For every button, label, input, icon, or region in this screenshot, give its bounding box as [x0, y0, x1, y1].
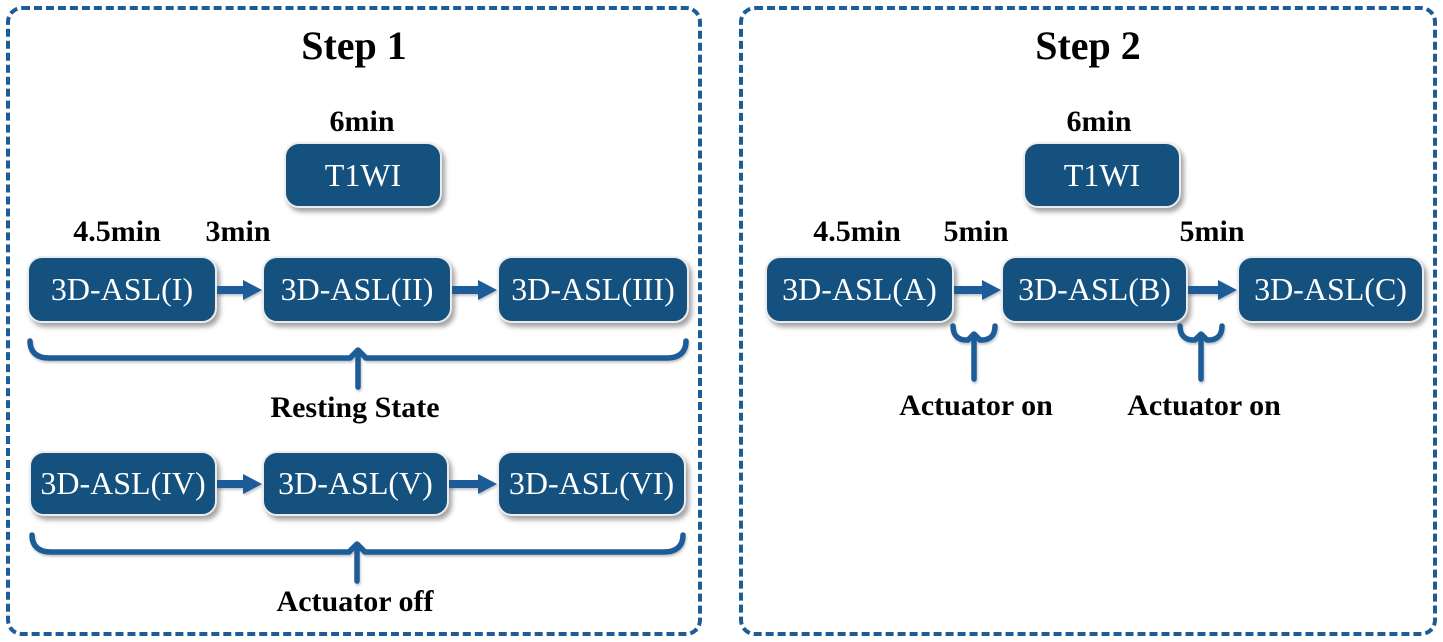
brace-icon	[1177, 323, 1225, 382]
step1-asl6-box-label: 3D-ASL(VI)	[508, 465, 675, 501]
step1-asl6-box: 3D-ASL(VI)	[497, 451, 686, 516]
step2-actuator-on-label-1: Actuator on	[899, 389, 1053, 422]
step1-asl5-box-label: 3D-ASL(V)	[278, 465, 433, 501]
step2-scan-duration-label: 4.5min	[813, 215, 901, 248]
step2-t1wi-duration-label: 6min	[1066, 105, 1132, 138]
step1-asl3-box: 3D-ASL(III)	[497, 256, 689, 323]
step1-t1wi-box: T1WI	[284, 142, 442, 208]
step2-aslC-box-label: 3D-ASL(C)	[1254, 271, 1407, 307]
brace-icon	[29, 532, 686, 584]
step1-t1wi-duration-label: 6min	[329, 105, 395, 138]
step2-interval1-label: 5min	[943, 215, 1009, 248]
brace-icon	[27, 338, 689, 390]
step1-asl1-box-label: 3D-ASL(I)	[50, 271, 194, 307]
step2-panel-title: Step 2	[1035, 23, 1141, 68]
step1-asl4-box: 3D-ASL(IV)	[29, 451, 217, 516]
step1-interval-label: 3min	[205, 215, 271, 248]
arrow-right-icon	[954, 280, 1001, 300]
step1-asl2-box: 3D-ASL(II)	[262, 256, 452, 323]
step1-asl3-box-label: 3D-ASL(III)	[511, 271, 675, 307]
step1-panel: Step 1 6min T1WI 4.5min 3min 3D-ASL(I) 3…	[6, 6, 702, 636]
step1-t1wi-box-label: T1WI	[324, 156, 402, 193]
step1-resting-state-label: Resting State	[270, 391, 440, 424]
step2-aslA-box-label: 3D-ASL(A)	[782, 271, 937, 307]
step2-aslB-box: 3D-ASL(B)	[1001, 256, 1188, 323]
step1-actuator-off-label: Actuator off	[276, 585, 434, 618]
step1-panel-title: Step 1	[301, 23, 407, 68]
arrow-right-icon	[449, 474, 497, 494]
step2-panel: Step 2 6min T1WI 4.5min 5min 5min 3D-ASL…	[739, 6, 1437, 636]
arrow-right-icon	[1188, 280, 1237, 300]
step1-scan-duration-label: 4.5min	[73, 215, 161, 248]
step2-interval2-label: 5min	[1179, 215, 1245, 248]
step1-asl2-box-label: 3D-ASL(II)	[280, 271, 434, 307]
step2-aslB-box-label: 3D-ASL(B)	[1018, 271, 1171, 307]
arrow-right-icon	[452, 280, 497, 300]
step2-aslC-box: 3D-ASL(C)	[1237, 256, 1424, 323]
step2-t1wi-box: T1WI	[1023, 142, 1181, 208]
step1-asl4-box-label: 3D-ASL(IV)	[40, 465, 206, 501]
arrow-right-icon	[217, 280, 262, 300]
step2-aslA-box: 3D-ASL(A)	[765, 256, 954, 323]
step2-actuator-on-label-2: Actuator on	[1127, 389, 1281, 422]
brace-icon	[950, 323, 998, 382]
arrow-right-icon	[217, 474, 262, 494]
step2-t1wi-box-label: T1WI	[1063, 156, 1141, 193]
step1-asl1-box: 3D-ASL(I)	[27, 256, 217, 323]
step1-asl5-box: 3D-ASL(V)	[262, 451, 449, 516]
